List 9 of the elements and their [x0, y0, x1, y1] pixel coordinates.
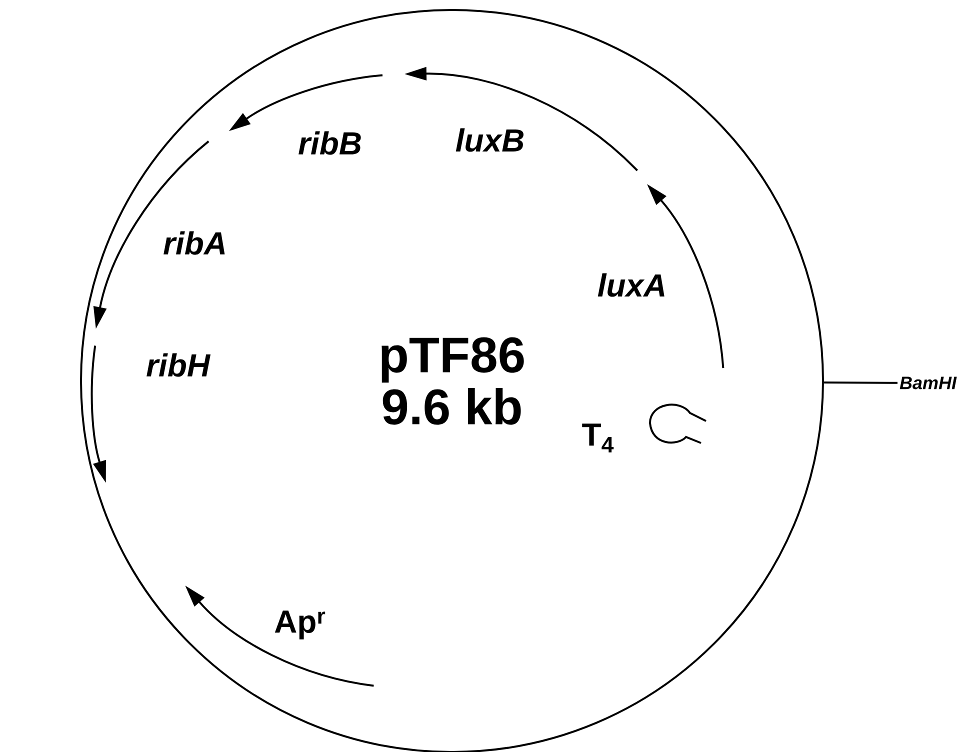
gene-label: luxA — [598, 273, 664, 297]
gene-label: ribH — [146, 353, 211, 377]
gene-label: ribB — [298, 131, 361, 155]
gene-label: luxB — [456, 128, 524, 152]
feature-label: T$_{4}$ — [582, 424, 614, 452]
gene-label: ribA — [164, 231, 225, 255]
restriction-site-label: BamHI — [900, 376, 957, 390]
leader-line — [824, 382, 898, 384]
feature-label: Ap$^{r}$ — [274, 610, 326, 640]
